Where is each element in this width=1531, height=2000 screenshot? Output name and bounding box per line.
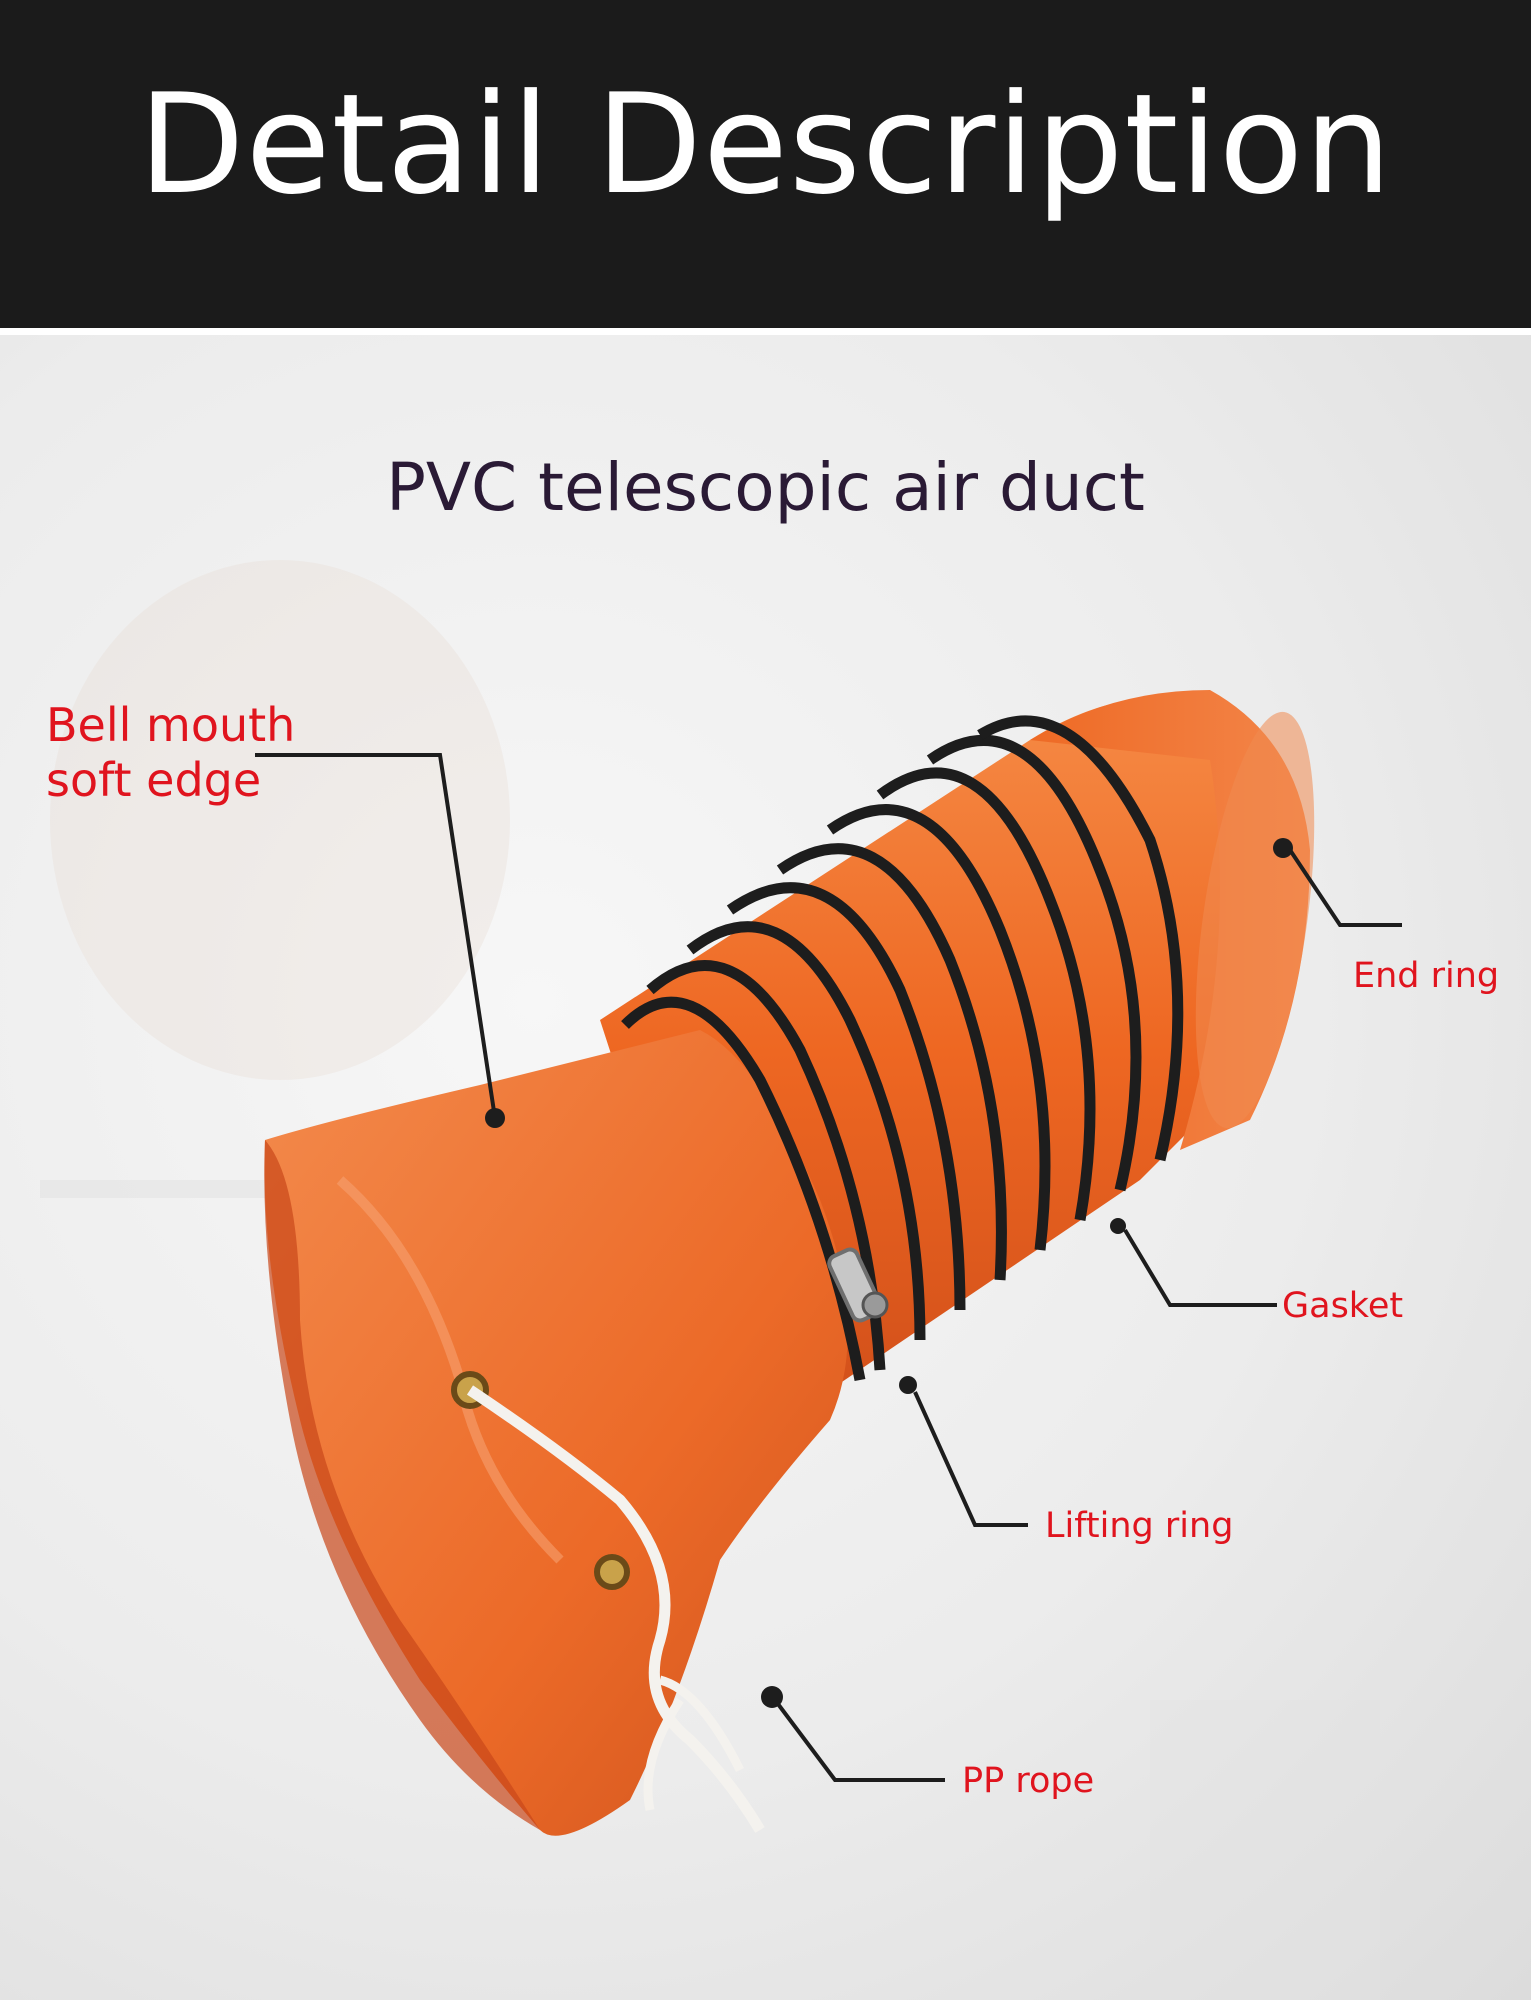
pp-rope-leader [773,1698,945,1782]
label-bell-mouth-line1: Bell mouth [46,698,296,752]
label-pp-rope: PP rope [962,1761,1095,1801]
label-end-ring: End ring [1353,956,1500,996]
callout-dots [485,838,1293,1708]
label-bell-mouth-soft-edge: Bell mouth soft edge [46,698,295,808]
bell-mouth-leader [255,753,497,1119]
gasket-leader [1123,1228,1277,1307]
end-ring-leader [1288,848,1402,927]
header-banner: Detail Description [0,0,1531,335]
label-lifting-ring: Lifting ring [1045,1506,1234,1546]
page-title: Detail Description [138,64,1393,225]
label-bell-mouth-line2: soft edge [46,753,262,808]
background-blur [40,560,1380,2000]
lifting-ring-leader [913,1391,1028,1527]
lifting-ring-hardware [827,1247,889,1323]
callout-lines [255,753,1402,1782]
product-subtitle: PVC telescopic air duct [386,449,1145,526]
spiral-wire [621,715,1184,1382]
label-gasket: Gasket [1282,1286,1404,1326]
